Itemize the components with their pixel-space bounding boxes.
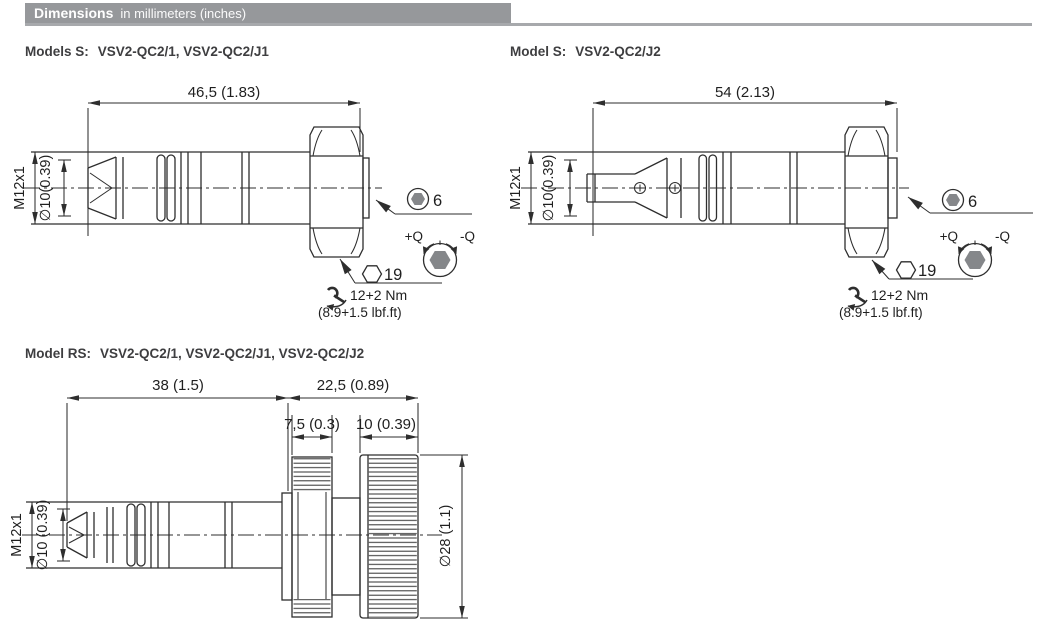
knob-diameter-label: ∅28 (1.1) xyxy=(438,505,454,568)
front-length-dimension: 38 (1.5) xyxy=(66,377,289,521)
drawing-model-s1: 46,5 (1.83) xyxy=(12,84,475,320)
heading-model-list: VSV2-QC2/J2 xyxy=(575,44,661,59)
ring-width-label: 7,5 (0.3) xyxy=(284,416,340,433)
probe-diameter-dimension: ∅10(0.39) xyxy=(541,155,577,222)
ring-width-dimension: 7,5 (0.3) xyxy=(284,415,340,455)
rotate-right-arrow-icon xyxy=(980,243,993,255)
hex-nut-side-view xyxy=(309,126,364,258)
rear-cap xyxy=(362,157,370,219)
hex-socket-size-label: 6 xyxy=(968,193,977,211)
thread-dimension: M12x1 xyxy=(508,152,534,224)
heading-prefix: Model S: xyxy=(510,44,567,59)
hex-socket-size-label: 6 xyxy=(433,192,442,210)
hex-socket-icon xyxy=(406,187,430,211)
knob-width-dimension: 10 (0.39) xyxy=(356,415,418,453)
torque-metric-label: 12+2 Nm xyxy=(871,287,928,303)
probe-diameter-label: ∅10(0.39) xyxy=(541,155,557,222)
wrench-size-callout: 19 xyxy=(871,259,973,280)
sensor-body-drawing xyxy=(24,126,382,258)
drawing-model-rs: 38 (1.5) 22,5 (0.89) 7,5 (0.3) 10 (0.39) xyxy=(9,377,468,619)
torque-plus-label: +Q xyxy=(940,229,958,244)
fastener-mark-icon xyxy=(633,181,647,195)
heading-model-rs: Model RS: VSV2-QC2/1, VSV2-QC2/J1, VSV2-Q… xyxy=(25,346,364,361)
probe-diameter-label: ∅10(0.39) xyxy=(38,155,54,222)
length-dimension-label: 46,5 (1.83) xyxy=(188,84,261,101)
thread-dimension-label: M12x1 xyxy=(508,166,524,210)
knurled-knob xyxy=(359,454,419,619)
probe-diameter-dimension: ∅10(0.39) xyxy=(38,155,71,222)
section-title: Dimensions xyxy=(34,5,114,21)
fastener-mark-icon xyxy=(668,181,682,195)
thread-dimension: M12x1 xyxy=(9,502,35,568)
hex-socket-callout: 6 xyxy=(375,187,472,215)
front-length-label: 38 (1.5) xyxy=(152,377,204,394)
header-rule xyxy=(25,23,1032,26)
hex-socket-icon xyxy=(941,188,965,212)
length-dimension: 46,5 (1.83) xyxy=(87,84,361,236)
hex-nut-icon xyxy=(361,265,383,283)
torque-minus-label: -Q xyxy=(460,229,475,244)
knob-diameter-dimension: ∅28 (1.1) xyxy=(420,454,468,619)
rotate-left-arrow-icon xyxy=(422,243,435,255)
probe-diameter-label: ∅10 (0.39) xyxy=(35,500,51,571)
hex-nut-icon xyxy=(895,261,917,279)
rotate-left-arrow-icon xyxy=(957,243,970,255)
torque-wrench-icon xyxy=(847,286,868,311)
rear-cap xyxy=(887,157,898,219)
drawing-model-s2: 54 (2.13) xyxy=(508,84,1033,320)
torque-metric-label: 12+2 Nm xyxy=(350,287,407,303)
torque-wrench-icon xyxy=(326,286,347,311)
knurled-ring xyxy=(291,456,333,618)
torque-plus-label: +Q xyxy=(405,229,423,244)
heading-model-list: VSV2-QC2/1, VSV2-QC2/J1, VSV2-QC2/J2 xyxy=(100,346,365,361)
thread-dimension-label: M12x1 xyxy=(12,166,28,210)
sensor-body-drawing xyxy=(22,454,442,619)
length-dimension-label: 54 (2.13) xyxy=(715,84,775,101)
knob-width-label: 10 (0.39) xyxy=(356,416,416,433)
torque-spec: 12+2 Nm (8.9+1.5 lbf.ft) xyxy=(839,286,928,320)
thread-dimension: M12x1 xyxy=(12,152,38,224)
neck xyxy=(331,497,361,596)
rotate-right-arrow-icon xyxy=(445,243,458,255)
heading-model-s-j2: Model S: VSV2-QC2/J2 xyxy=(510,44,661,59)
torque-spec: 12+2 Nm (8.9+1.5 lbf.ft) xyxy=(318,286,407,320)
hex-socket-callout: 6 xyxy=(907,188,1033,214)
torque-direction-indicator: +Q -Q xyxy=(940,229,1010,278)
wrench-size-callout: 19 xyxy=(339,258,442,284)
torque-direction-indicator: +Q -Q xyxy=(405,229,475,278)
sensor-body-drawing xyxy=(521,126,909,258)
heading-model-list: VSV2-QC2/1, VSV2-QC2/J1 xyxy=(97,44,269,59)
torque-imperial-label: (8.9+1.5 lbf.ft) xyxy=(318,305,402,320)
thread-dimension-label: M12x1 xyxy=(9,513,25,557)
heading-prefix: Models S: xyxy=(25,44,89,59)
torque-minus-label: -Q xyxy=(995,229,1010,244)
heading-models-s: Models S: VSV2-QC2/1, VSV2-QC2/J1 xyxy=(25,44,269,59)
hex-nut-side-view xyxy=(844,126,889,258)
heading-prefix: Model RS: xyxy=(25,346,91,361)
section-header-bar: Dimensions in millimeters (inches) xyxy=(25,3,511,23)
section-subtitle: in millimeters (inches) xyxy=(120,6,247,21)
length-dimension: 54 (2.13) xyxy=(592,84,898,236)
wrench-size-label: 19 xyxy=(384,266,402,284)
probe-diameter-dimension: ∅10 (0.39) xyxy=(35,500,70,571)
rear-length-dimension: 22,5 (0.89) xyxy=(288,377,419,453)
wrench-size-label: 19 xyxy=(918,262,936,280)
rear-length-label: 22,5 (0.89) xyxy=(317,377,390,394)
torque-imperial-label: (8.9+1.5 lbf.ft) xyxy=(839,305,923,320)
mounting-flange xyxy=(281,492,293,601)
